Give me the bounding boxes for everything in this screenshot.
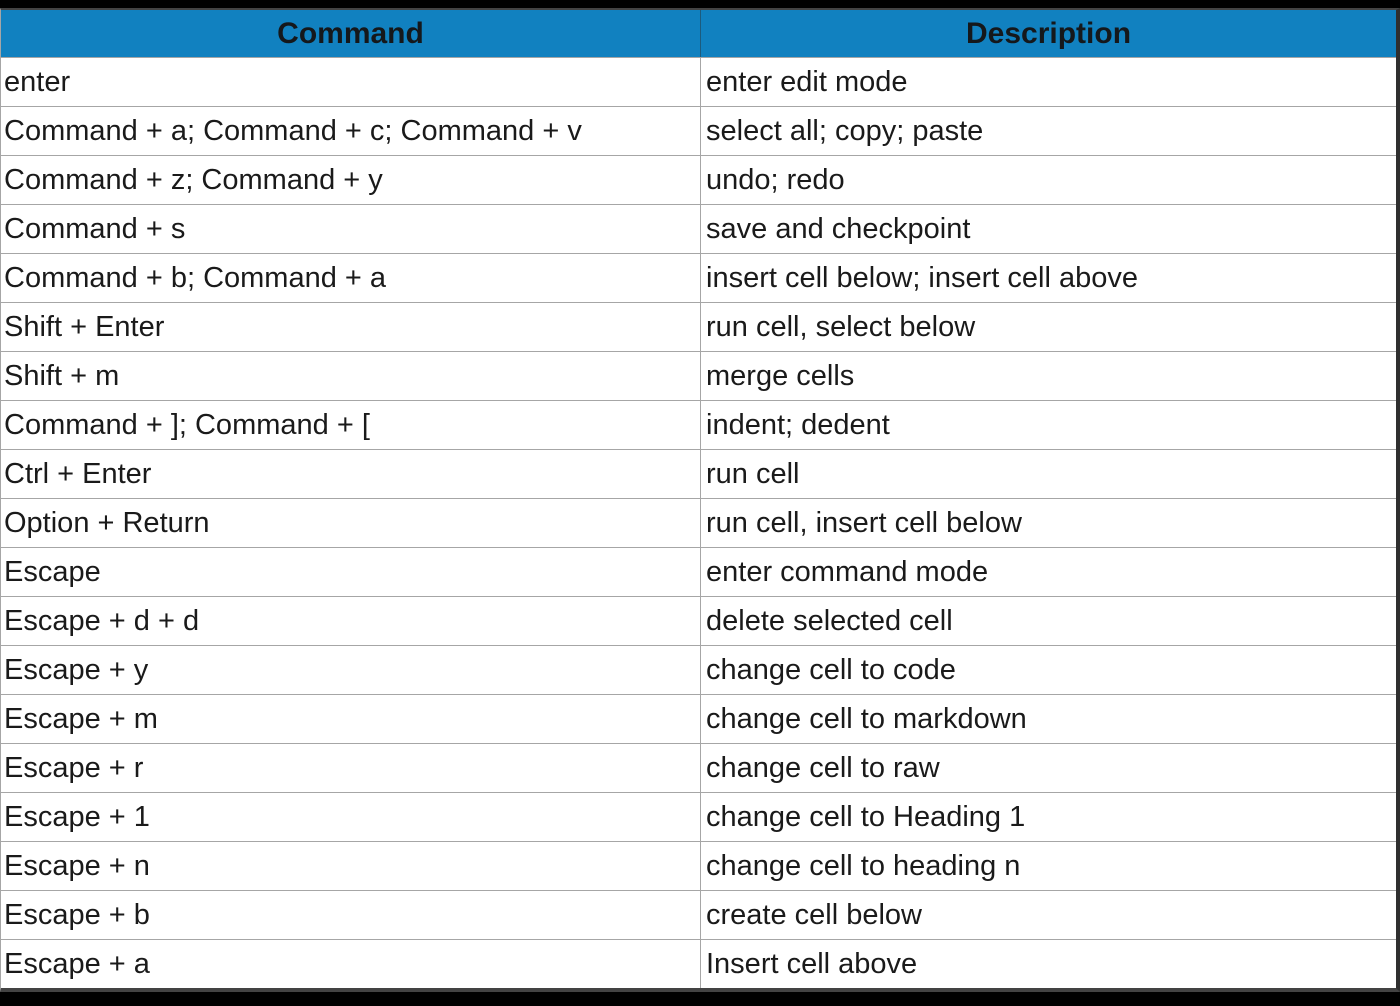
- command-cell: Escape: [1, 548, 701, 596]
- description-cell: select all; copy; paste: [706, 114, 984, 147]
- description-cell: delete selected cell: [706, 604, 953, 637]
- description-cell: change cell to markdown: [706, 702, 1027, 735]
- command-cell: Escape + n: [1, 842, 701, 890]
- description-cell: indent; dedent: [706, 408, 890, 441]
- description-cell: enter edit mode: [706, 65, 908, 98]
- command-cell: Escape + b: [1, 891, 701, 939]
- description-cell: run cell, insert cell below: [706, 506, 1022, 539]
- table-header-row: Command Description: [1, 10, 1396, 57]
- command-cell: Command + s: [1, 205, 701, 253]
- command-cell: Shift + Enter: [1, 303, 701, 351]
- command-cell: Command + a; Command + c; Command + v: [1, 107, 701, 155]
- command-cell: Option + Return: [1, 499, 701, 547]
- description-cell: change cell to code: [706, 653, 956, 686]
- command-cell: Escape + 1: [1, 793, 701, 841]
- command-cell: Command + b; Command + a: [1, 254, 701, 302]
- command-cell: Command + z; Command + y: [1, 156, 701, 204]
- description-cell: run cell, select below: [706, 310, 976, 343]
- description-cell: create cell below: [706, 898, 922, 931]
- command-cell: Escape + a: [1, 940, 701, 988]
- command-cell: Ctrl + Enter: [1, 450, 701, 498]
- column-header-command: Command: [1, 10, 701, 57]
- command-cell: Escape + y: [1, 646, 701, 694]
- command-cell: Escape + m: [1, 695, 701, 743]
- description-cell: insert cell below; insert cell above: [706, 261, 1138, 294]
- description-cell: change cell to heading n: [706, 849, 1021, 882]
- description-cell: save and checkpoint: [706, 212, 971, 245]
- description-cell: enter command mode: [706, 555, 989, 588]
- description-cell: Insert cell above: [706, 947, 918, 980]
- command-cell: Command + ]; Command + [: [1, 401, 701, 449]
- command-cell: Escape + r: [1, 744, 701, 792]
- table-row: Command + ]; Command + [indent; dedent: [1, 400, 1396, 449]
- column-header-description: Description: [965, 16, 1132, 50]
- description-cell: change cell to Heading 1: [706, 800, 1026, 833]
- command-cell: Escape + d + d: [1, 597, 701, 645]
- description-cell: change cell to raw: [706, 751, 940, 784]
- description-cell: merge cells: [706, 359, 855, 392]
- description-cell: undo; redo: [706, 163, 845, 196]
- command-cell: enter: [1, 58, 701, 106]
- command-cell: Shift + m: [1, 352, 701, 400]
- description-cell: run cell: [706, 457, 800, 490]
